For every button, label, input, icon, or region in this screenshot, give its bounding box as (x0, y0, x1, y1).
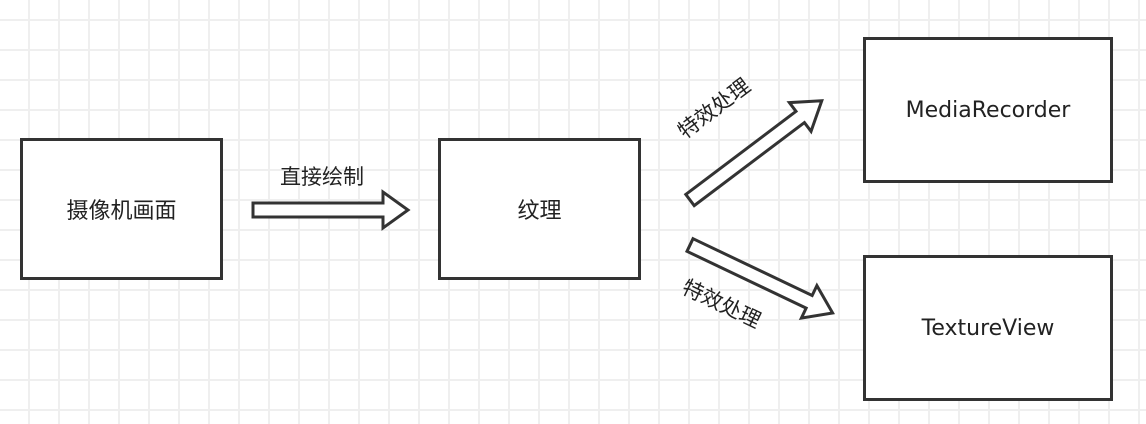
node-texture[interactable]: 纹理 (438, 138, 641, 280)
edge-label-direct-draw: 直接绘制 (280, 165, 364, 189)
arrow-texture-to-mediarecorder (683, 99, 824, 208)
node-media-recorder[interactable]: MediaRecorder (863, 37, 1113, 183)
arrow-texture-to-textureview (684, 236, 835, 321)
node-camera[interactable]: 摄像机画面 (20, 138, 223, 280)
node-camera-label: 摄像机画面 (66, 199, 177, 224)
arrow-camera-to-texture (251, 189, 411, 231)
node-texture-label: 纹理 (517, 199, 562, 224)
node-media-recorder-label: MediaRecorder (905, 97, 1071, 123)
node-texture-view[interactable]: TextureView (863, 255, 1113, 401)
node-texture-view-label: TextureView (921, 315, 1055, 341)
